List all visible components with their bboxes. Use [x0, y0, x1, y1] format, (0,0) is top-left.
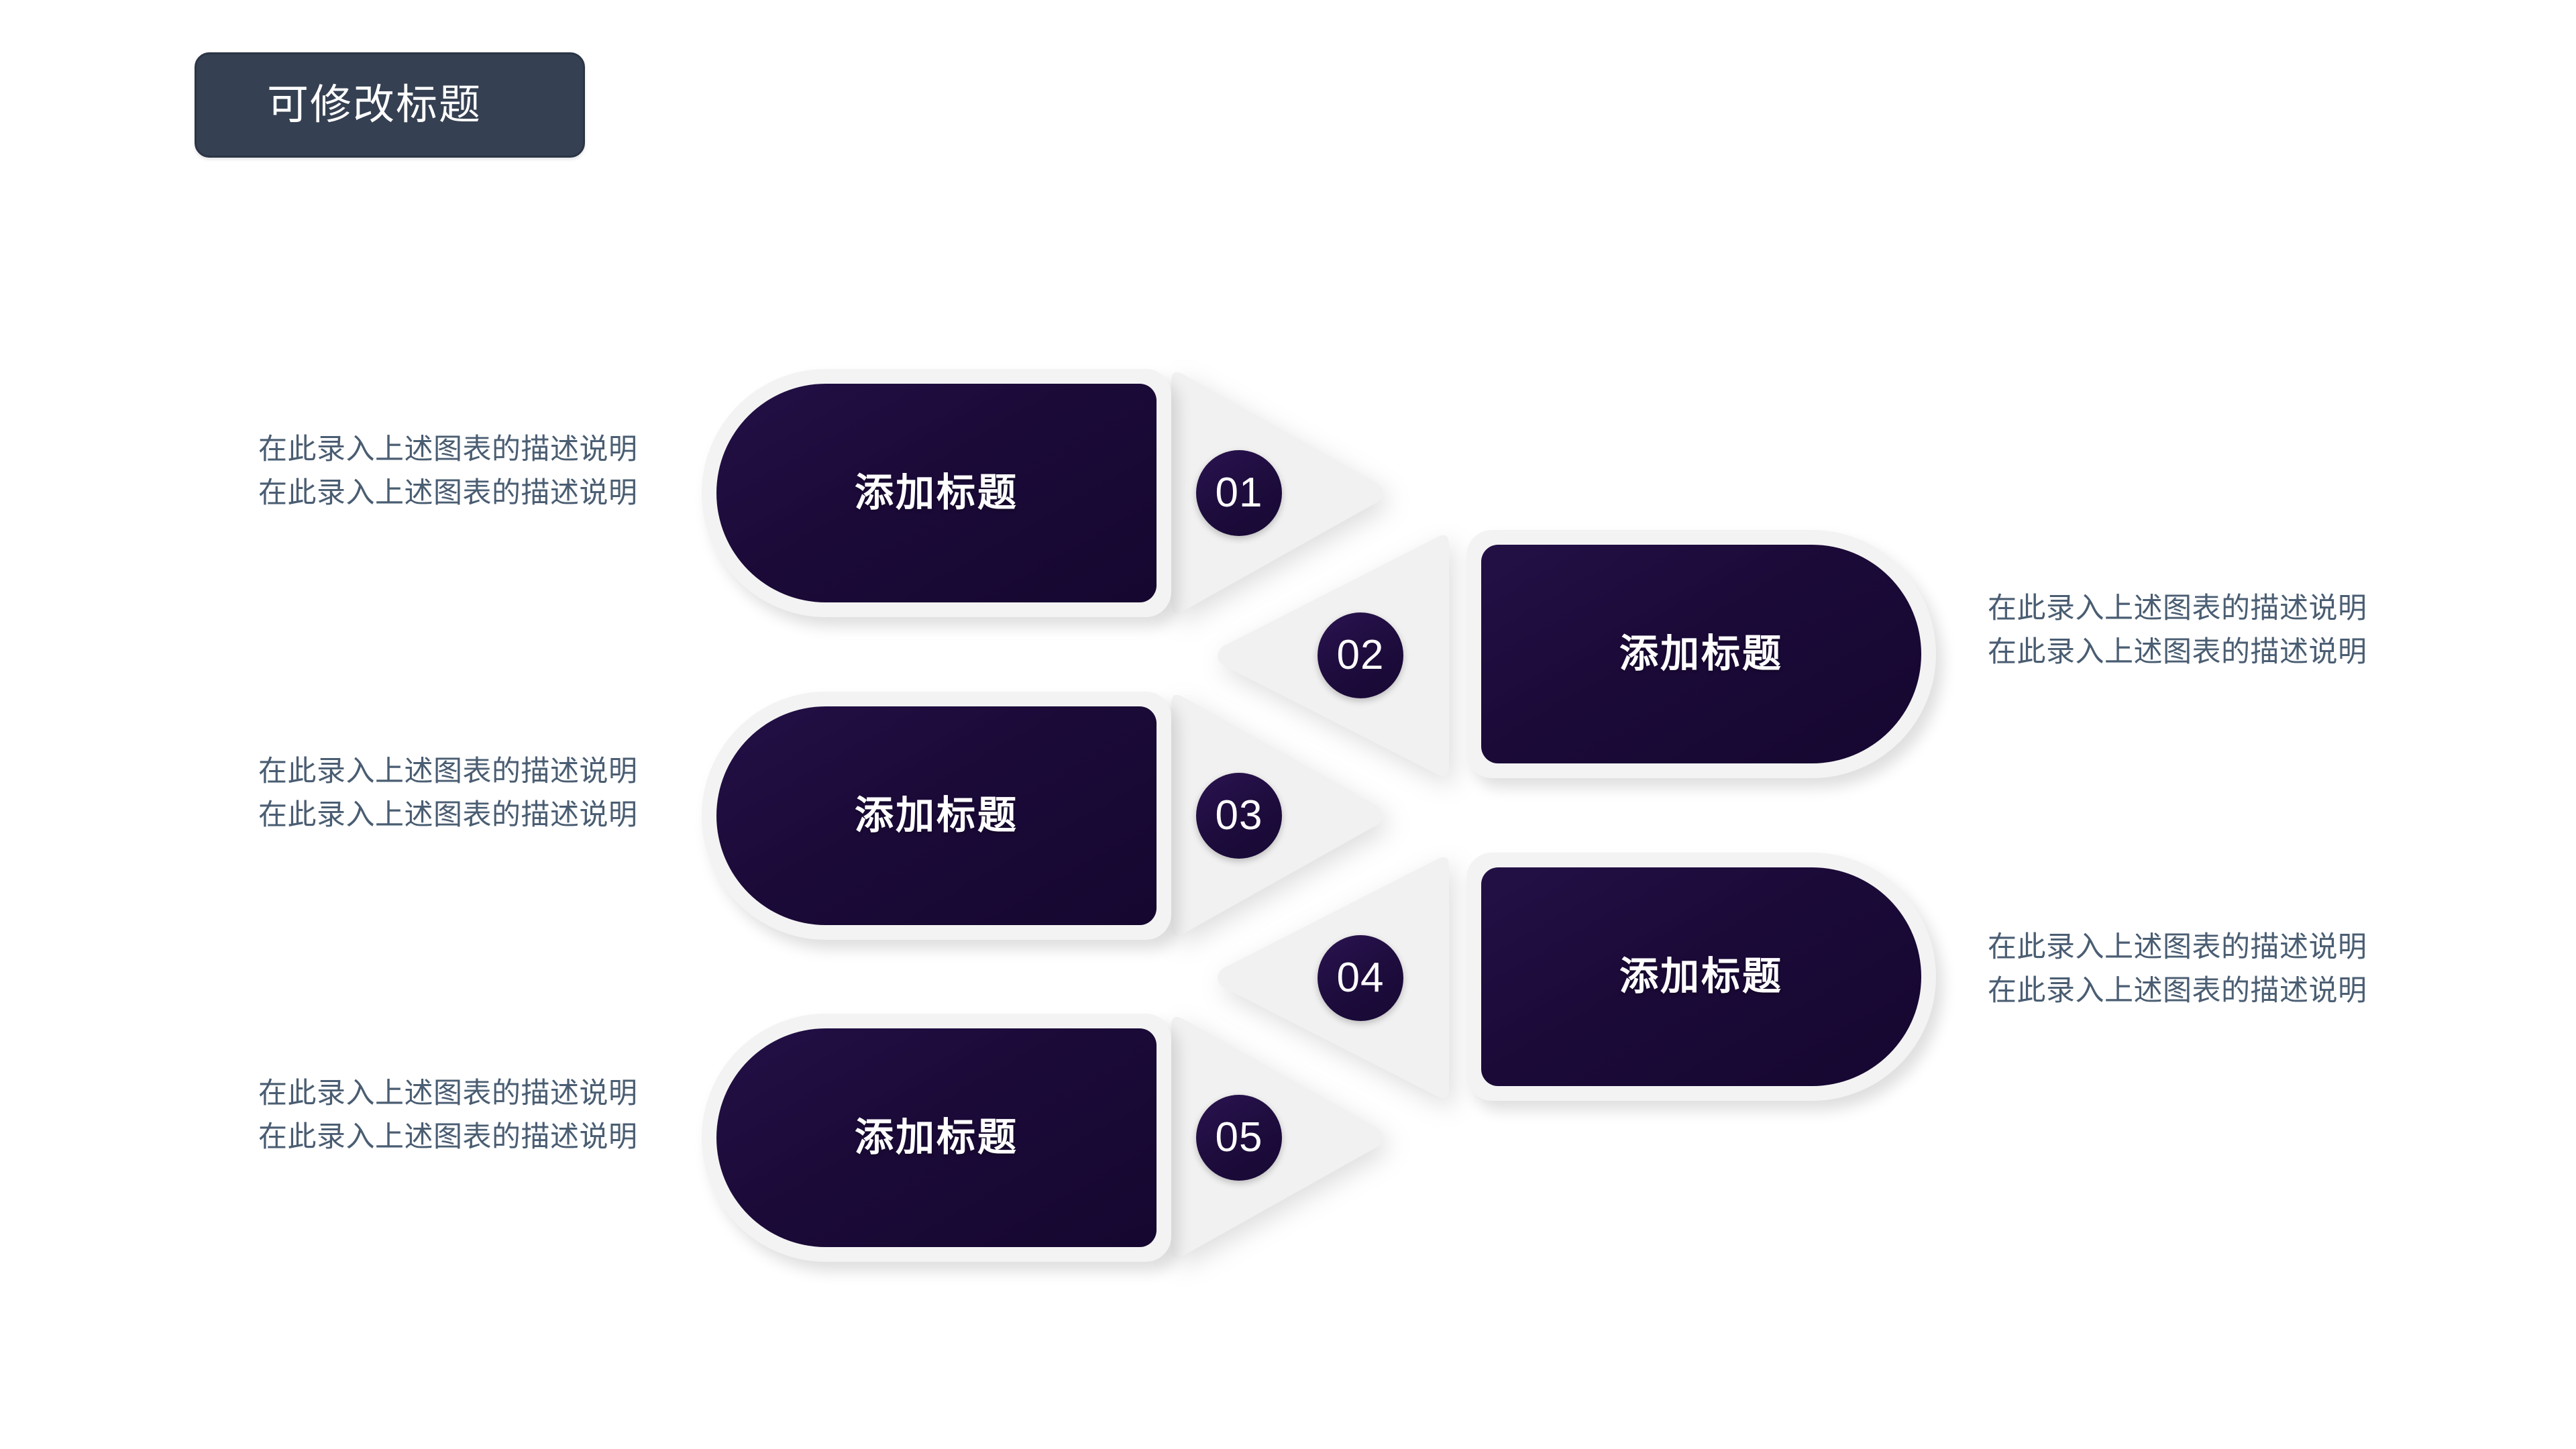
card-03-label: 添加标题 — [854, 794, 1018, 837]
card-01-body — [716, 384, 1157, 602]
number-badge-01-text: 01 — [1215, 470, 1263, 516]
description-02: 在此录入上述图表的描述说明在此录入上述图表的描述说明 — [1988, 592, 2367, 669]
number-badge-02-text: 02 — [1336, 632, 1385, 678]
number-badge-03[interactable]: 03 — [1196, 773, 1282, 859]
card-05-body — [716, 1028, 1157, 1247]
card-04-body — [1481, 867, 1921, 1086]
card-05-label: 添加标题 — [854, 1116, 1018, 1159]
number-badge-04-text: 04 — [1336, 955, 1385, 1001]
slide-title-badge: 可修改标题 — [195, 52, 585, 158]
card-03[interactable]: 添加标题 — [702, 692, 1171, 940]
card-04[interactable]: 添加标题 — [1466, 853, 1936, 1101]
number-badge-03-text: 03 — [1215, 792, 1263, 839]
description-04: 在此录入上述图表的描述说明在此录入上述图表的描述说明 — [1988, 931, 2367, 1008]
card-02-body — [1481, 545, 1921, 763]
card-01[interactable]: 添加标题 — [702, 369, 1171, 617]
number-badge-05[interactable]: 05 — [1196, 1095, 1282, 1181]
number-badge-04[interactable]: 04 — [1318, 935, 1403, 1021]
card-02-label: 添加标题 — [1619, 632, 1783, 676]
card-01-label: 添加标题 — [854, 471, 1018, 515]
description-05: 在此录入上述图表的描述说明在此录入上述图表的描述说明 — [258, 1077, 638, 1154]
card-03-body — [716, 706, 1157, 925]
description-03: 在此录入上述图表的描述说明在此录入上述图表的描述说明 — [258, 755, 638, 832]
number-badge-05-text: 05 — [1215, 1114, 1263, 1161]
card-02[interactable]: 添加标题 — [1466, 530, 1936, 778]
description-01: 在此录入上述图表的描述说明在此录入上述图表的描述说明 — [258, 433, 638, 510]
card-05[interactable]: 添加标题 — [702, 1014, 1171, 1262]
number-badge-02[interactable]: 02 — [1318, 612, 1403, 698]
page-title: 可修改标题 — [267, 81, 482, 128]
card-04-label: 添加标题 — [1619, 955, 1783, 998]
number-badge-01[interactable]: 01 — [1196, 450, 1282, 536]
